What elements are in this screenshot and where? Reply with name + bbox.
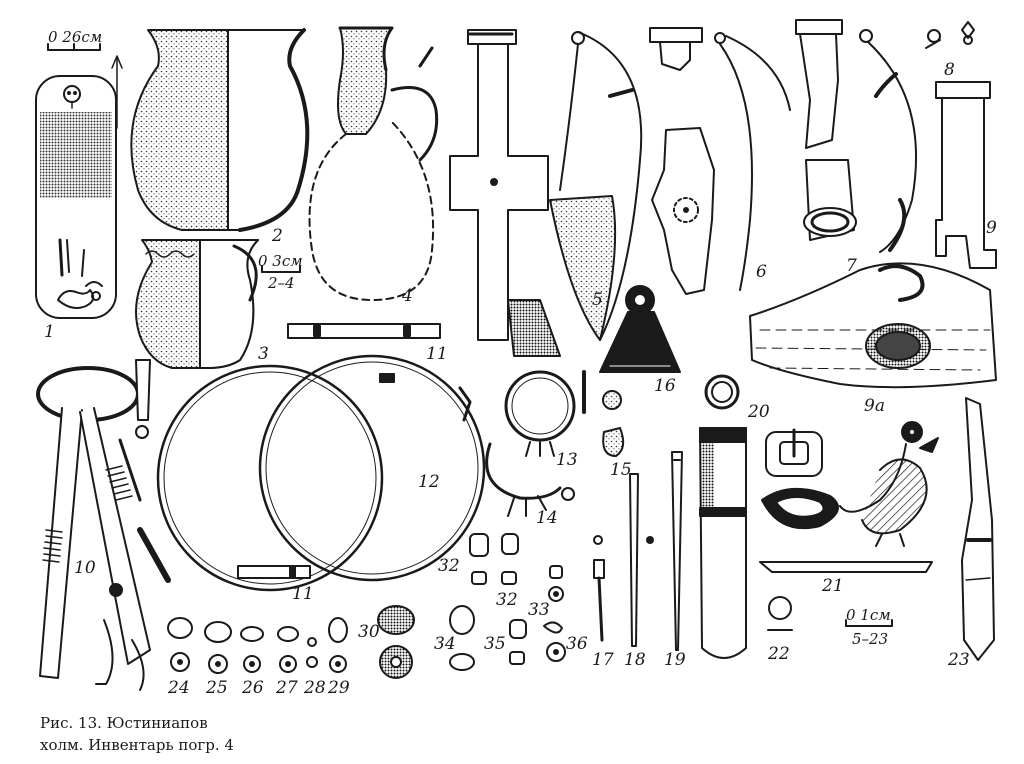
label-32-left: 32 bbox=[438, 556, 460, 576]
label-12: 12 bbox=[418, 472, 440, 492]
label-22: 22 bbox=[768, 644, 790, 664]
fibula-8 bbox=[925, 21, 975, 49]
vessel-scale-range: 2–4 bbox=[268, 274, 295, 292]
grave-plan bbox=[35, 75, 117, 319]
skull-icon bbox=[63, 85, 81, 109]
label-19: 19 bbox=[664, 650, 686, 670]
bead-row bbox=[167, 533, 566, 679]
knife-23 bbox=[961, 397, 995, 661]
label-9a: 9а bbox=[864, 396, 885, 416]
label-4: 4 bbox=[402, 286, 413, 306]
label-17: 17 bbox=[592, 650, 614, 670]
caption-line-2: холм. Инвентарь погр. 4 bbox=[40, 736, 234, 754]
fibula-9 bbox=[859, 29, 918, 253]
hoop-12-left bbox=[156, 364, 384, 592]
label-26: 26 bbox=[242, 678, 264, 698]
pot-large bbox=[130, 28, 310, 232]
pot-small bbox=[135, 239, 259, 369]
label-30: 30 bbox=[358, 622, 380, 642]
plate-7 bbox=[795, 19, 857, 241]
needle-19 bbox=[671, 451, 683, 651]
label-13: 13 bbox=[556, 450, 578, 470]
needle-18 bbox=[629, 473, 654, 647]
strip-11-top bbox=[287, 323, 441, 339]
label-11-top: 11 bbox=[426, 344, 448, 364]
tweezers-set bbox=[36, 359, 171, 691]
cross-plate bbox=[449, 29, 561, 357]
label-10: 10 bbox=[74, 558, 96, 578]
label-6: 6 bbox=[756, 262, 767, 282]
label-11-bottom: 11 bbox=[292, 584, 314, 604]
hoop-12-right bbox=[258, 354, 486, 582]
vessel-scale-bar bbox=[261, 265, 301, 273]
label-14: 14 bbox=[536, 508, 558, 528]
jug bbox=[308, 26, 439, 301]
label-16: 16 bbox=[654, 376, 676, 396]
label-35: 35 bbox=[484, 634, 506, 654]
eagle-brooch bbox=[839, 421, 939, 547]
label-21: 21 bbox=[822, 576, 844, 596]
grave-scale-label: 0 26см bbox=[48, 28, 103, 46]
small-scale-range: 5–23 bbox=[852, 630, 889, 648]
label-28: 28 bbox=[304, 678, 326, 698]
fibula-5 bbox=[549, 31, 643, 341]
label-25: 25 bbox=[206, 678, 228, 698]
label-23: 23 bbox=[948, 650, 970, 670]
pendant-16 bbox=[599, 285, 681, 373]
small-scale-bar bbox=[845, 619, 893, 627]
label-32-right: 32 bbox=[496, 590, 518, 610]
label-29: 29 bbox=[328, 678, 350, 698]
pin-17 bbox=[593, 535, 605, 642]
label-18: 18 bbox=[624, 650, 646, 670]
label-2: 2 bbox=[272, 226, 283, 246]
plate-9 bbox=[935, 81, 997, 269]
small-scale-label: 0 1см bbox=[846, 606, 891, 624]
label-9: 9 bbox=[986, 218, 997, 238]
buckle-21 bbox=[759, 428, 933, 573]
label-24: 24 bbox=[168, 678, 190, 698]
label-1: 1 bbox=[44, 322, 55, 342]
strip-11-bottom bbox=[237, 386, 472, 579]
torque-13 bbox=[504, 370, 586, 457]
label-27: 27 bbox=[276, 678, 298, 698]
pendant-15 bbox=[602, 390, 625, 457]
needle-case-20 bbox=[699, 374, 747, 659]
fibula-6 bbox=[649, 27, 791, 295]
label-36: 36 bbox=[566, 634, 588, 654]
fibula-9a-on-wood bbox=[749, 262, 997, 389]
label-20: 20 bbox=[748, 402, 770, 422]
label-34: 34 bbox=[434, 634, 456, 654]
label-33: 33 bbox=[528, 600, 550, 620]
label-5: 5 bbox=[592, 290, 603, 310]
label-7: 7 bbox=[846, 256, 857, 276]
caption-line-1: Рис. 13. Юстиниапов bbox=[40, 714, 208, 732]
label-15: 15 bbox=[610, 460, 632, 480]
vessel-scale-label: 0 3см bbox=[258, 252, 303, 270]
label-8: 8 bbox=[944, 60, 955, 80]
figure-caption: Рис. 13. Юстиниапов холм. Инвентарь погр… bbox=[40, 712, 234, 756]
label-3: 3 bbox=[258, 344, 269, 364]
bead-22 bbox=[767, 596, 793, 631]
torque-14 bbox=[485, 442, 575, 517]
